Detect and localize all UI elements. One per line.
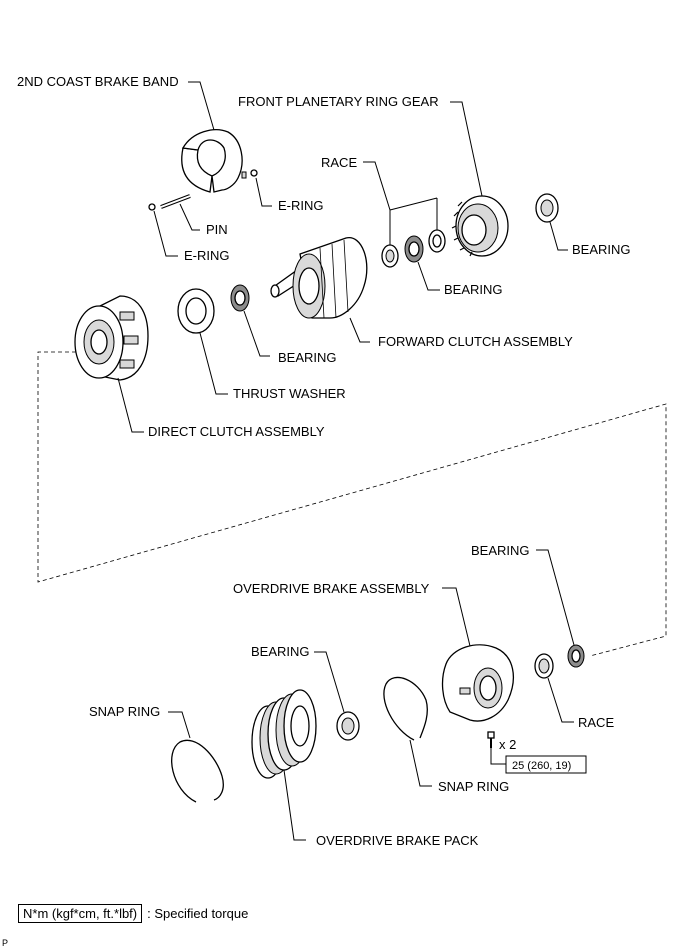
label-bearing-od: BEARING [471,543,530,558]
snap-ring-left-part [171,739,224,803]
label-overdrive-brake-pack: OVERDRIVE BRAKE PACK [316,833,479,848]
label-thrust-washer: THRUST WASHER [233,386,346,401]
e-ring-right-part [250,169,258,177]
label-bearing-mid: BEARING [444,282,503,297]
label-pin: PIN [206,222,228,237]
thrust-washer-part [177,288,215,334]
pin-part [160,194,191,209]
label-front-planetary-ring-gear: FRONT PLANETARY RING GEAR [238,94,439,109]
bearing-right-part [535,193,559,223]
label-bolt-count: x 2 [499,737,516,752]
bolt-part [487,731,495,748]
legend-unit-box: N*m (kgf*cm, ft.*lbf) [18,904,143,923]
label-race-top: RACE [321,155,357,170]
label-torque-value: 25 (260, 19) [512,760,571,772]
torque-box [505,755,587,774]
label-bearing-thrust: BEARING [278,350,337,365]
label-direct-clutch: DIRECT CLUTCH ASSEMBLY [148,424,325,439]
label-coast-brake-band: 2ND COAST BRAKE BAND [17,74,179,89]
overdrive-brake-pack-part [251,689,317,779]
label-snap-ring-left: SNAP RING [89,704,160,719]
label-e-ring-left: E-RING [184,248,230,263]
label-overdrive-brake-assembly: OVERDRIVE BRAKE ASSEMBLY [233,581,430,596]
coast-brake-band-part [181,129,247,193]
race-lower-part [534,653,554,679]
footer-code: P [2,938,9,948]
overdrive-brake-assembly-part [441,644,514,722]
snap-ring-right-part [383,676,428,741]
forward-clutch-assembly-part [270,237,368,319]
label-snap-ring-right: SNAP RING [438,779,509,794]
label-e-ring-right: E-RING [278,198,324,213]
race-pair-part [381,229,446,268]
bearing-overdrive-part [567,644,585,668]
legend-text: : Specified torque [147,906,249,921]
label-bearing-lower: BEARING [251,644,310,659]
direct-clutch-assembly-part [74,295,149,381]
label-bearing-right: BEARING [572,242,631,257]
leader-lines [117,81,575,841]
e-ring-left-part [148,203,156,211]
torque-legend: N*m (kgf*cm, ft.*lbf) : Specified torque [18,904,248,923]
front-planetary-ring-gear-part [451,195,509,257]
bearing-center-part [404,235,424,263]
label-forward-clutch: FORWARD CLUTCH ASSEMBLY [378,334,573,349]
label-race-lower: RACE [578,715,614,730]
bearing-thrust-part [230,284,250,312]
assembly-group-outline [37,351,667,657]
bearing-lower-part [336,711,360,741]
